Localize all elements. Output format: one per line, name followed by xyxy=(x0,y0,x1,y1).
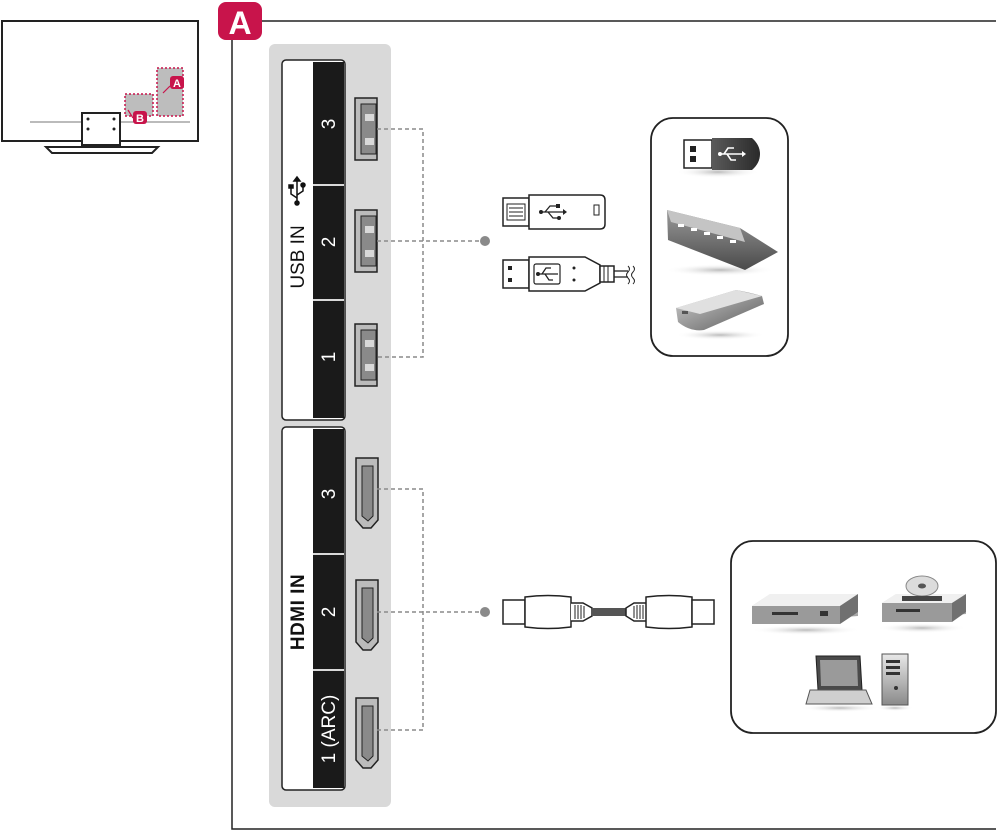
callout-a-badge-letter: A xyxy=(228,5,251,41)
hdmi-port-block xyxy=(313,429,344,788)
usb-port-2-socket xyxy=(354,209,378,273)
callout-a-pointer xyxy=(162,85,171,94)
callout-a-badge-small-letter: A xyxy=(173,78,181,90)
hdmi-group-label: HDMI IN xyxy=(288,574,309,650)
hdmi-cable-icon xyxy=(502,594,715,630)
hdmi-port-1-socket xyxy=(355,697,379,769)
usb-devices-box xyxy=(650,117,789,357)
hdmi-port-2-socket xyxy=(355,579,379,651)
detail-frame-a: A xyxy=(218,2,996,830)
usb-port-2-label: 2 xyxy=(319,237,340,248)
usb-cable-icon xyxy=(502,256,635,292)
callout-a-badge-small xyxy=(170,76,184,89)
hdmi-port-3-socket xyxy=(355,457,379,529)
usb-port-block xyxy=(313,62,344,418)
desktop-pc-icon xyxy=(877,653,913,711)
usb-stick-icon xyxy=(502,194,606,230)
usb-port-3-socket xyxy=(354,97,378,161)
usb-group-label: USB IN xyxy=(288,225,309,288)
laptop-icon xyxy=(800,655,880,712)
detail-frame-border xyxy=(231,20,996,830)
usb-hub-icon xyxy=(665,210,778,276)
usb-symbol-icon xyxy=(288,175,306,206)
usb-port-1-socket xyxy=(354,323,378,387)
callout-b-badge-small xyxy=(133,111,147,124)
tv-stand-base xyxy=(43,146,161,154)
blu-ray-player-icon xyxy=(877,575,967,633)
hdmi-port-1-label: 1 (ARC) xyxy=(319,695,340,764)
hdmi-connection-lines xyxy=(377,488,484,731)
callout-b-pointer xyxy=(127,109,134,119)
usb-port-3-label: 3 xyxy=(319,119,340,130)
usb-connection-lines xyxy=(377,128,484,358)
callout-a-region xyxy=(156,67,184,117)
dvd-player-icon xyxy=(751,594,861,635)
usb-junction-dot xyxy=(480,236,490,246)
hdmi-port-2-label: 2 xyxy=(319,607,340,618)
usb-flash-drive-icon xyxy=(676,138,760,178)
hdmi-port-3-label: 3 xyxy=(319,489,340,500)
hdmi-junction-dot xyxy=(480,607,490,617)
usb-port-1-label: 1 xyxy=(319,352,340,363)
tv-thumbnail: A B xyxy=(1,20,199,154)
external-hdd-icon xyxy=(675,290,765,340)
hdmi-devices-box xyxy=(730,540,997,734)
callout-a-badge xyxy=(218,2,262,40)
port-panel xyxy=(269,44,391,807)
callout-b-badge-small-letter: B xyxy=(136,113,144,125)
